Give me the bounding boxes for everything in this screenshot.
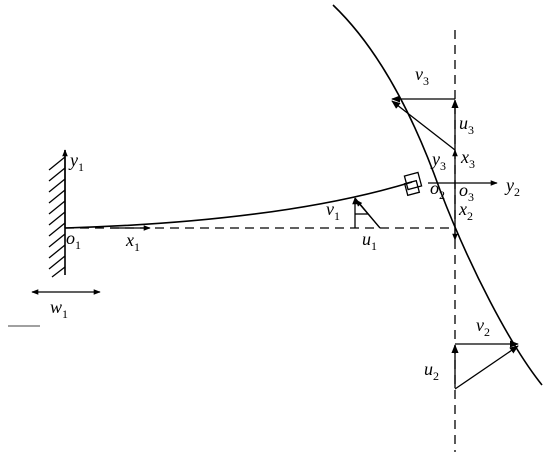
label-u2: u2 [424,359,439,383]
label-u3: u3 [459,113,474,137]
label-y1: y1 [68,150,84,174]
label-w1: w1 [50,297,68,321]
flexible-beam [64,181,413,229]
label-y2: y2 [504,175,520,199]
v2-resultant-arrow [454,345,519,390]
label-x1: x1 [125,230,140,254]
label-v1: v1 [326,199,340,223]
guide-curve [332,4,543,386]
label-u1: u1 [362,229,377,253]
label-o1: o1 [66,228,81,252]
label-y3: y3 [430,149,446,173]
v3-resultant-arrow [391,100,456,151]
label-o2: o2 [430,178,445,202]
label-x3: x3 [460,147,475,171]
fixed-wall [48,150,66,278]
beam-tip-marker [403,179,421,197]
label-o3: o3 [459,180,474,204]
label-v3: v3 [415,64,429,88]
label-v2: v2 [476,315,490,339]
label-x2: x2 [458,199,473,223]
